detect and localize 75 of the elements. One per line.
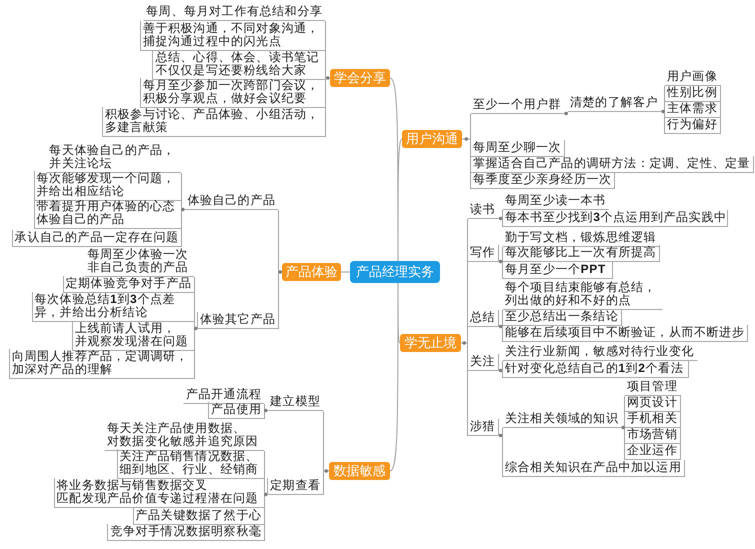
subtopic: 每周、每月对工作有总结和分享 — [143, 4, 325, 21]
subtopic: 每天体验自己的产品，并关注论坛 — [46, 143, 181, 173]
subtopic: 每季度至少亲身经历一次 — [471, 172, 616, 189]
connector-line — [460, 218, 468, 436]
subtopic: 总结、心得、体会、读书笔记不仅仅是写还要粉线给大家 — [152, 50, 325, 80]
subtopic: 建立模型 — [267, 394, 323, 411]
connector-line — [621, 396, 625, 460]
subtopic: 定期查看 — [267, 478, 323, 495]
central-topic: 产品经理实务 — [350, 261, 440, 283]
subtopic: 至少总结出一条结论 — [503, 309, 622, 326]
subtopic: 每个项目结束能够有总结，列出做的好和不好的点 — [503, 280, 663, 310]
subtopic: 涉猎 — [468, 419, 499, 436]
subtopic: 积极参与讨论、产品体验、小组活动，多建言献策 — [102, 107, 325, 137]
main-topic: 学无止境 — [400, 334, 461, 352]
main-topic: 产品体验 — [282, 263, 341, 281]
subtopic: 写作 — [468, 245, 499, 262]
subtopic: 至少一个用户群 — [471, 97, 565, 114]
subtopic: 将业务数据与销售数据交叉匹配发现产品价值专递过程潜在问题 — [54, 478, 264, 508]
connector-line — [661, 86, 665, 134]
subtopic: 承认自己的产品一定存在问题 — [12, 230, 181, 247]
subtopic: 主体需求 — [665, 101, 721, 118]
subtopic: 关注 — [468, 354, 499, 371]
subtopic: 综合相关知识在产品中加以运用 — [503, 460, 685, 477]
subtopic: 每次体验总结1到3个点差异，并给出分析结论 — [32, 292, 194, 322]
subtopic: 上线前请人试用，并观察发现潜在问题 — [72, 321, 194, 351]
connector-line — [181, 172, 185, 248]
subtopic: 每月至少一个PPT — [503, 262, 614, 279]
subtopic: 每本书至少找到3个点运用到产品实践中 — [503, 210, 728, 227]
subtopic: 勤于写文档，锻炼思维逻辑 — [503, 230, 660, 247]
subtopic: 每次能够发现一个问题，并给出相应结论 — [34, 171, 181, 201]
main-topic: 用户沟通 — [402, 130, 462, 148]
subtopic: 善于积极沟通，不同对象沟通，捕捉沟通过程中的闪光点 — [140, 21, 325, 51]
connector-line — [325, 20, 330, 138]
subtopic: 用户画像 — [665, 69, 721, 86]
subtopic: 每月至少参加一次跨部门会议，积极分享观点，做好会议纪要 — [140, 78, 325, 108]
connector-line — [390, 282, 398, 472]
subtopic: 产品使用 — [208, 402, 264, 419]
subtopic: 网页设计 — [625, 395, 681, 412]
subtopic: 清楚的了解客户 — [568, 95, 662, 112]
main-topic: 学会分享 — [330, 69, 390, 87]
connector-line — [264, 450, 268, 542]
subtopic: 能够在后续项目中不断验证，从而不断进步 — [503, 325, 748, 342]
subtopic: 项目管理 — [625, 379, 681, 396]
subtopic: 带着提升用户体验的心态体验自己的产品 — [34, 199, 181, 229]
connector-line — [264, 404, 268, 420]
subtopic: 总结 — [468, 310, 499, 327]
subtopic: 每周至少读一本书 — [503, 193, 610, 210]
subtopic: 每天关注产品使用数据、对数据变化敏感并追究原因 — [104, 421, 264, 451]
subtopic: 体验其它产品 — [196, 312, 278, 329]
subtopic: 读书 — [468, 202, 499, 219]
subtopic: 产品关键数据了然于心 — [132, 508, 264, 525]
subtopic: 关注产品销售情况数据、细到地区、行业、经销商 — [116, 449, 264, 479]
connector-line — [498, 210, 503, 228]
main-topic: 数据敏感 — [329, 462, 390, 480]
subtopic: 手机相关 — [625, 411, 681, 428]
subtopic: 产品开通流程 — [182, 387, 264, 404]
subtopic: 市场营销 — [625, 427, 681, 444]
subtopic: 关注相关领域的知识 — [503, 411, 622, 428]
subtopic: 行为偏好 — [665, 117, 721, 134]
connector-line — [194, 276, 198, 380]
connector-line — [462, 114, 471, 190]
subtopic: 竞争对手情况数据明察秋毫 — [107, 524, 264, 541]
subtopic: 关注行业新闻，敏感对待行业变化 — [503, 344, 698, 361]
subtopic: 每次能够比上一次有所提高 — [503, 245, 660, 262]
connector-line — [323, 410, 330, 496]
subtopic: 体验自己的产品 — [184, 193, 278, 210]
connector-line — [398, 138, 402, 262]
subtopic: 每周至少体验一次非自己负责的产品 — [84, 247, 194, 277]
subtopic: 向周围人推荐产品，定调调研，加深对产品的理解 — [8, 349, 194, 379]
subtopic: 每周至少聊一次 — [471, 140, 565, 157]
subtopic: 针对变化总结自己的1到2个看法 — [503, 361, 689, 378]
subtopic: 定期体验竞争对手产品 — [62, 276, 194, 293]
subtopic: 企业运作 — [625, 443, 681, 460]
subtopic: 掌握适合自己产品的调研方法：定调、定性、定量 — [471, 156, 754, 173]
subtopic: 性别比例 — [665, 85, 721, 102]
